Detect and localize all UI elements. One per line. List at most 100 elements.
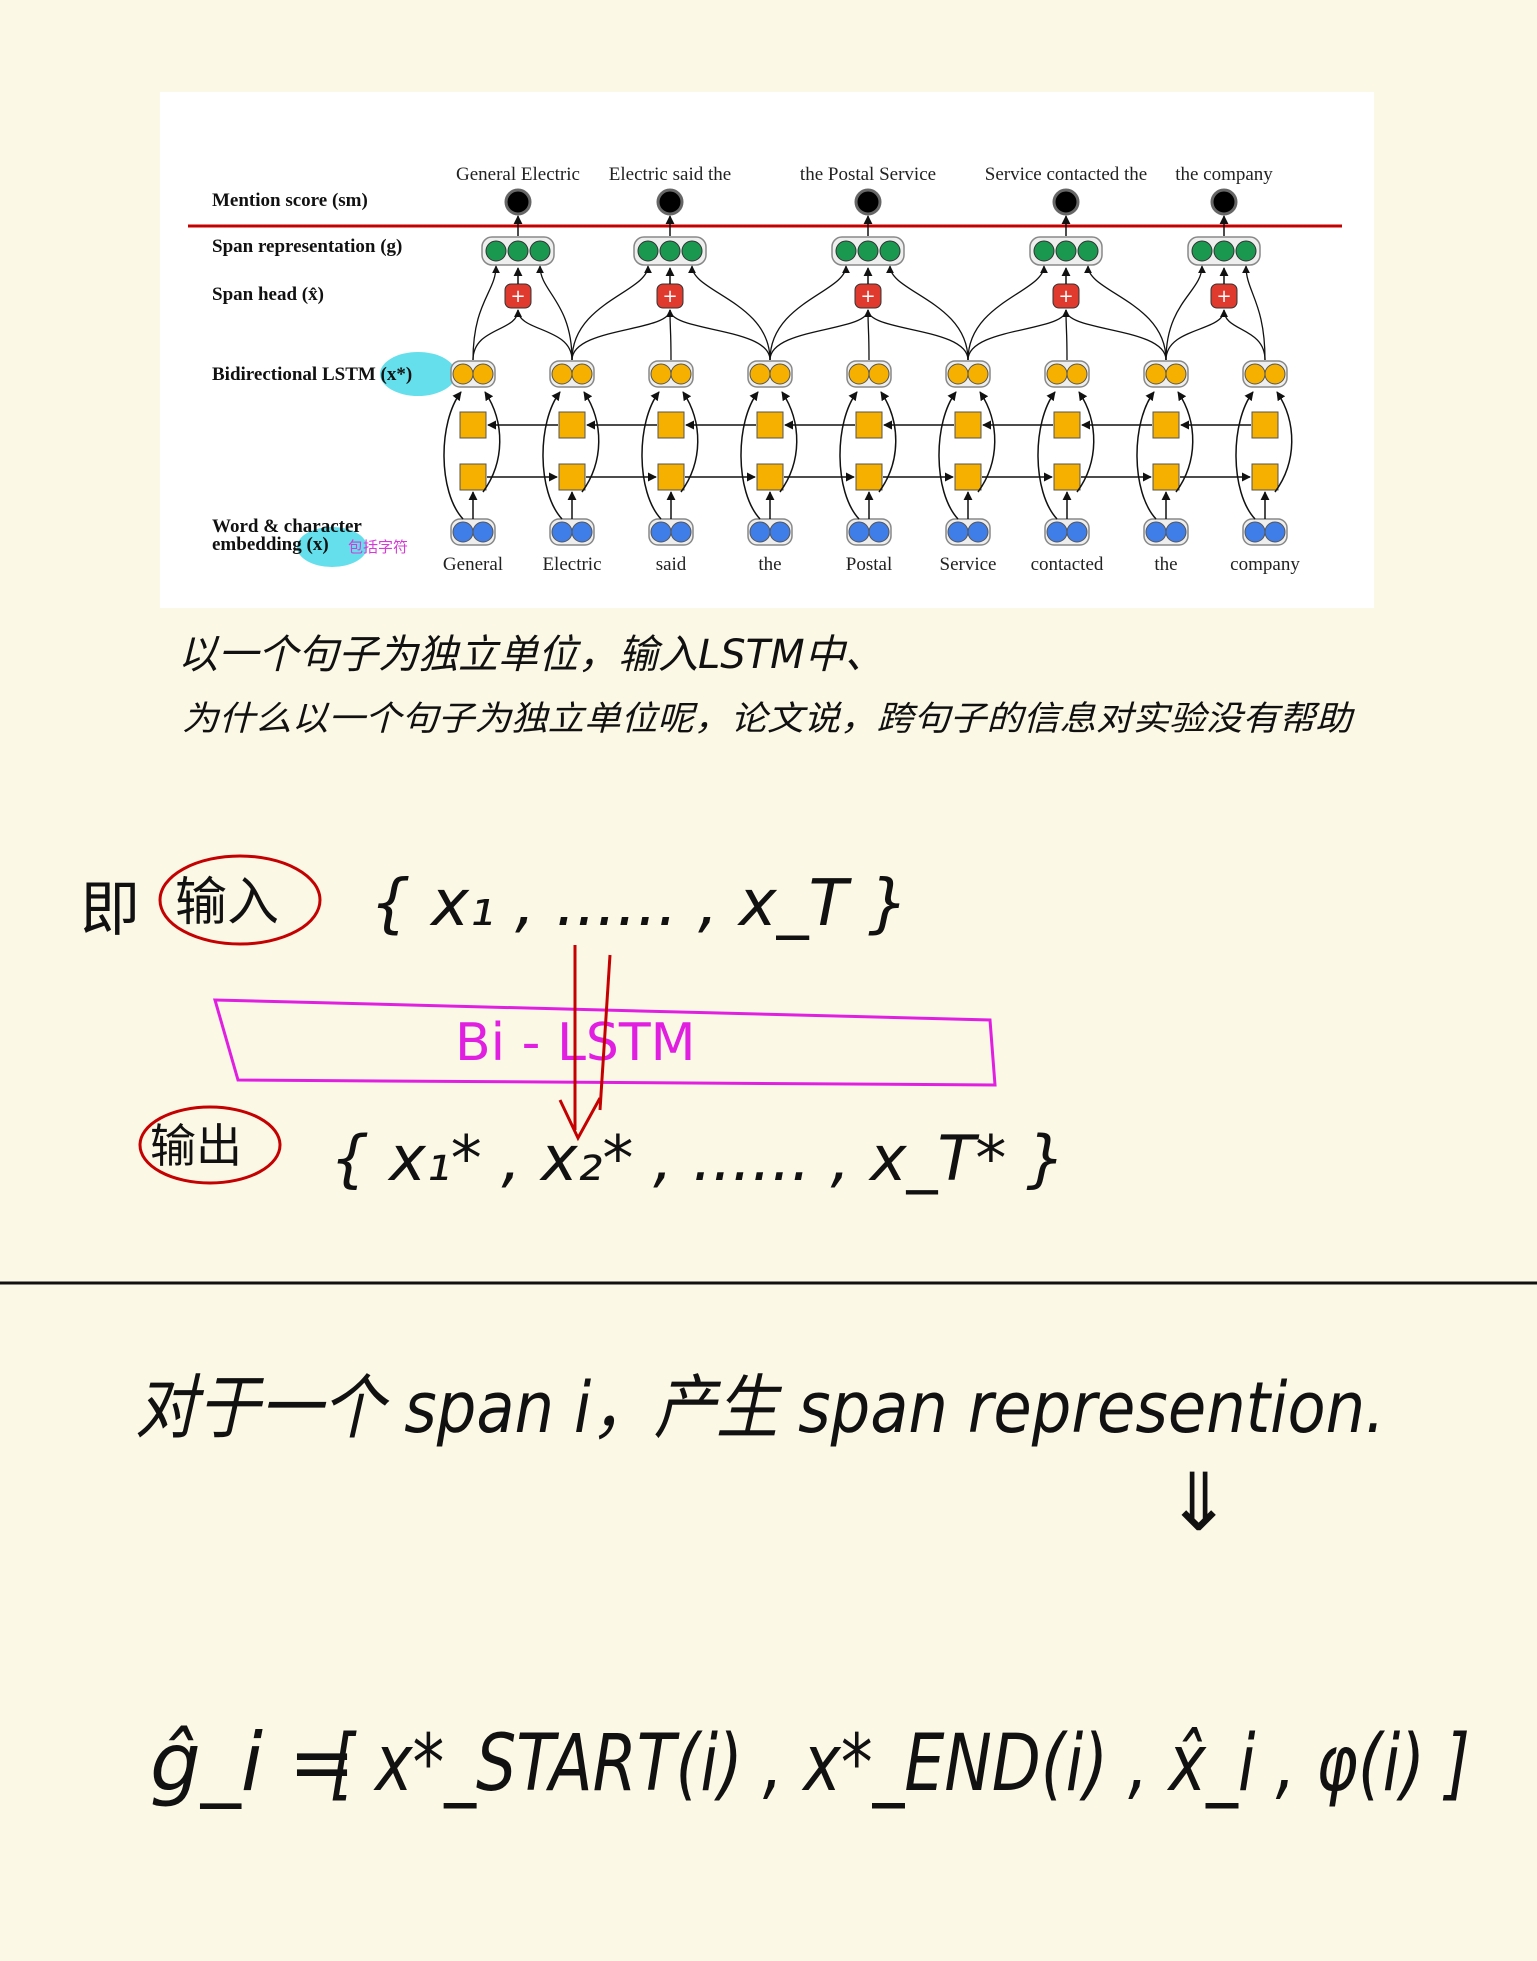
- input-label: 输入: [175, 873, 279, 933]
- bilstm-node-dot: [967, 363, 989, 385]
- output-set: { x₁* , x₂* , ...... , x_T* }: [330, 1122, 1066, 1195]
- bilstm-node-dot: [1264, 363, 1286, 385]
- embedding-node-dot: [571, 521, 593, 543]
- skip-arrow: [1235, 391, 1256, 520]
- token-label: Electric: [542, 554, 601, 575]
- span-rep-dot: [507, 240, 529, 262]
- lstm-backward-cell: [954, 411, 982, 439]
- embedding-node-dot: [868, 521, 890, 543]
- formula-rhs: [ x*_START(i) , x*_END(i) , x̂_i , φ(i) …: [330, 1719, 1470, 1809]
- lstm-backward-cell: [459, 411, 487, 439]
- skip-arrow: [1076, 391, 1095, 493]
- mention-node: [656, 188, 684, 216]
- bilstm-node-dot: [1066, 363, 1088, 385]
- diagram-nodes: +++++: [443, 188, 1293, 546]
- lstm-backward-cell: [657, 411, 685, 439]
- lstm-forward-cell: [1152, 463, 1180, 491]
- lstm-forward-cell: [657, 463, 685, 491]
- head-curve: [864, 309, 969, 361]
- skip-arrow: [443, 391, 464, 520]
- lstm-backward-cell: [1053, 411, 1081, 439]
- span-rep-dot: [637, 240, 659, 262]
- span-rep-dot: [1235, 240, 1257, 262]
- lstm-forward-cell: [756, 463, 784, 491]
- token-label: General: [443, 554, 503, 575]
- span-rep-dot: [1055, 240, 1077, 262]
- skip-arrow: [740, 391, 761, 520]
- embedding-node-dot: [769, 521, 791, 543]
- lstm-backward-cell: [1152, 411, 1180, 439]
- embedding-node-dot: [967, 521, 989, 543]
- start-curve: [967, 265, 1048, 361]
- skip-arrow: [482, 391, 501, 493]
- bilstm-node-dot: [769, 363, 791, 385]
- lstm-forward-cell: [459, 463, 487, 491]
- span-rep-dot: [659, 240, 681, 262]
- token-label: company: [1230, 554, 1300, 575]
- skip-arrow: [1037, 391, 1058, 520]
- skip-arrow: [581, 391, 600, 493]
- head-curve: [666, 309, 771, 361]
- skip-arrow: [1274, 391, 1293, 493]
- lstm-backward-cell: [558, 411, 586, 439]
- end-curve: [886, 265, 969, 361]
- figure-svg: Mention score (sm) Span representation (…: [188, 164, 1342, 575]
- skip-arrow: [680, 391, 699, 493]
- label-mention-score: Mention score (sm): [212, 190, 368, 211]
- output-circle: [138, 1105, 282, 1185]
- lstm-forward-cell: [558, 463, 586, 491]
- span-rep-dot: [879, 240, 901, 262]
- bilstm-node-dot: [868, 363, 890, 385]
- plus-icon: +: [510, 286, 525, 307]
- lstm-backward-cell: [756, 411, 784, 439]
- mention-node: [504, 188, 532, 216]
- skip-arrow: [977, 391, 996, 493]
- span-rep-dot: [529, 240, 551, 262]
- end-curve: [1242, 265, 1266, 361]
- plus-icon: +: [1216, 286, 1231, 307]
- span-rep-dot: [857, 240, 879, 262]
- skip-arrow: [779, 391, 798, 493]
- formula-lhs: ĝ_i =: [150, 1716, 355, 1809]
- span-rep-dot: [1213, 240, 1235, 262]
- skip-arrow: [1136, 391, 1157, 520]
- annotation-includes-chars: 包括字符: [348, 538, 408, 556]
- end-curve: [536, 265, 573, 361]
- label-bidirectional-lstm: Bidirectional LSTM (x*): [212, 364, 412, 385]
- span-rep-dot: [681, 240, 703, 262]
- head-curve: [571, 309, 674, 361]
- skip-arrow: [938, 391, 959, 520]
- lstm-backward-cell: [855, 411, 883, 439]
- span-label: General Electric: [456, 164, 580, 185]
- span-rep-dot: [485, 240, 507, 262]
- start-curve: [769, 265, 850, 361]
- mention-node: [854, 188, 882, 216]
- end-curve: [688, 265, 771, 361]
- head-curve: [1062, 309, 1167, 361]
- label-embedding-line1: Word & character: [212, 516, 362, 537]
- bilstm-box: [212, 998, 997, 1087]
- token-label: Postal: [846, 554, 892, 575]
- span-rep-dot: [835, 240, 857, 262]
- skip-arrow: [878, 391, 897, 493]
- input-set: { x₁ , ...... , x_T }: [370, 867, 909, 941]
- span-representation-note: 对于一个 span i，产生 span represention.: [135, 1367, 1385, 1449]
- span-label: Service contacted the: [985, 164, 1147, 185]
- label-embedding-line2: embedding (x): [212, 534, 329, 555]
- start-curve: [472, 265, 500, 361]
- span-rep-dot: [1191, 240, 1213, 262]
- lstm-forward-cell: [1251, 463, 1279, 491]
- red-arrow-line-2: [598, 954, 612, 1111]
- head-curve: [1220, 309, 1266, 361]
- head-curve: [967, 309, 1070, 361]
- down-double-arrow: ⇓: [1165, 1456, 1232, 1549]
- red-arrow-head: [558, 1097, 602, 1142]
- span-label: Electric said the: [609, 164, 731, 185]
- bilstm-node-dot: [571, 363, 593, 385]
- embedding-node-dot: [1066, 521, 1088, 543]
- lstm-backward-cell: [1251, 411, 1279, 439]
- span-rep-dot: [1033, 240, 1055, 262]
- token-label: contacted: [1031, 554, 1104, 575]
- skip-arrow: [1175, 391, 1194, 493]
